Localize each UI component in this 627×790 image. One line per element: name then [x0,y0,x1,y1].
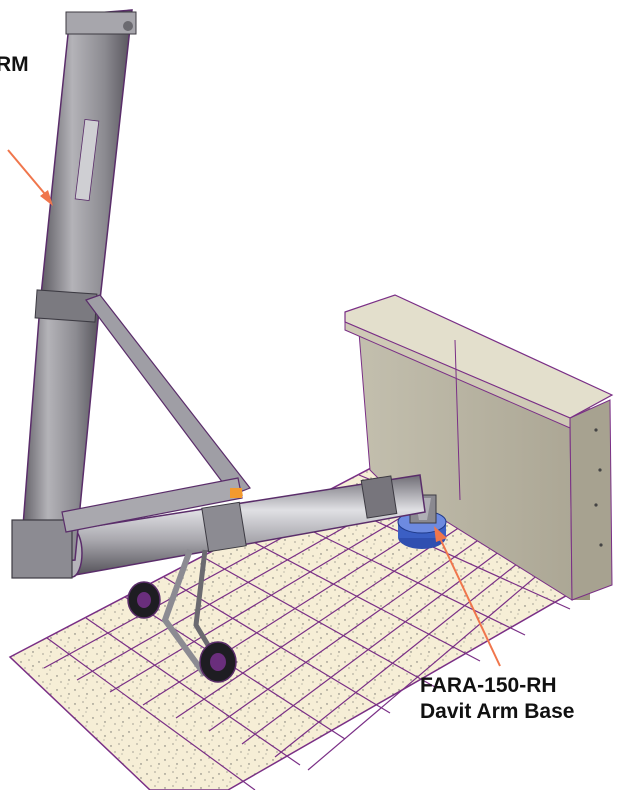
davit-mast [11,9,137,579]
callout-label-base: FARA-150-RH Davit Arm Base [420,673,574,725]
parapet-wall [344,294,614,601]
callout-label-mast: RM [0,53,29,76]
callout-arrow-base [434,526,501,667]
tiled-floor [8,444,612,790]
base-part-description: Davit Arm Base [420,700,575,723]
wheel-stand [127,548,237,683]
callout-arrow-mast [7,149,53,206]
diagonal-brace [61,294,251,533]
base-part-number: FARA-150-RH [420,674,557,697]
